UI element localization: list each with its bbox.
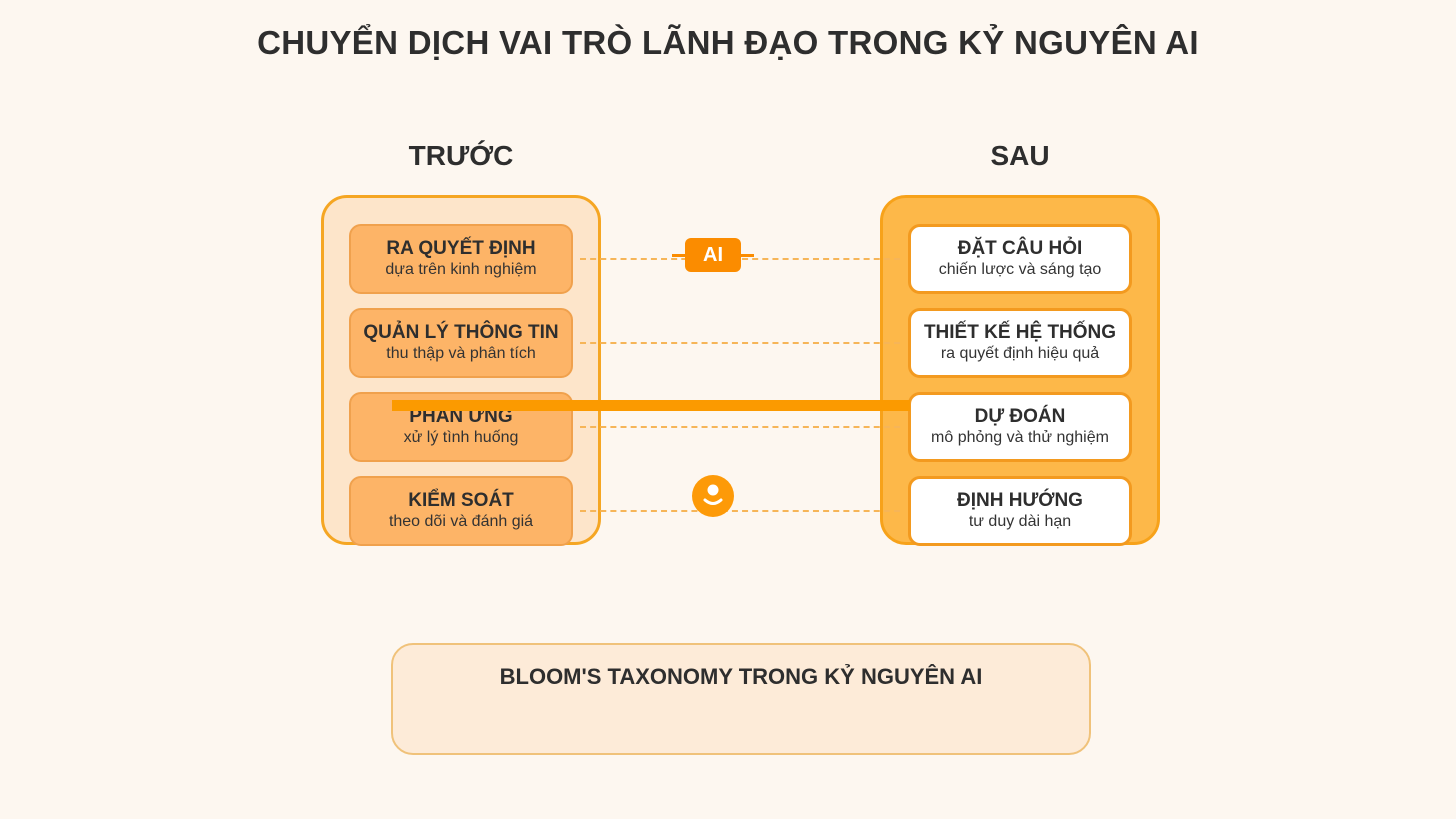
before-card-information: QUẢN LÝ THÔNG TIN thu thập và phân tích — [349, 308, 573, 378]
ai-badge: AI — [685, 238, 741, 272]
card-title: THIẾT KẾ HỆ THỐNG — [923, 322, 1117, 343]
card-title: QUẢN LÝ THÔNG TIN — [363, 322, 559, 343]
bloom-taxonomy-title: BLOOM'S TAXONOMY TRONG KỶ NGUYÊN AI — [499, 664, 983, 689]
before-heading: TRƯỚC — [408, 140, 514, 171]
card-subtitle: dựa trên kinh nghiệm — [385, 261, 537, 278]
card-title: RA QUYẾT ĐỊNH — [386, 238, 536, 259]
before-card-decision: RA QUYẾT ĐỊNH dựa trên kinh nghiệm — [349, 224, 573, 294]
card-title: KIỂM SOÁT — [408, 490, 514, 511]
card-title: DỰ ĐOÁN — [974, 406, 1066, 427]
page-title: CHUYỂN DỊCH VAI TRÒ LÃNH ĐẠO TRONG KỶ NG… — [257, 24, 1199, 61]
ai-badge-stub — [740, 254, 754, 257]
after-card-question: ĐẶT CÂU HỎI chiến lược và sáng tạo — [908, 224, 1132, 294]
card-title: PHẢN ỨNG — [409, 406, 513, 427]
card-subtitle: chiến lược và sáng tạo — [938, 261, 1102, 278]
connector-line — [580, 510, 900, 512]
ai-badge-stub — [672, 254, 686, 257]
connector-line — [580, 426, 900, 428]
before-card-control: KIỂM SOÁT theo dõi và đánh giá — [349, 476, 573, 546]
connector-line — [580, 342, 900, 344]
after-card-direction: ĐỊNH HƯỚNG tư duy dài hạn — [908, 476, 1132, 546]
after-heading: SAU — [990, 140, 1050, 171]
card-title: ĐỊNH HƯỚNG — [957, 490, 1083, 511]
bloom-taxonomy-box — [391, 643, 1091, 755]
after-card-predict: DỰ ĐOÁN mô phỏng và thử nghiệm — [908, 392, 1132, 462]
transition-bar — [392, 400, 910, 411]
card-subtitle: mô phỏng và thử nghiệm — [931, 429, 1109, 446]
card-subtitle: tư duy dài hạn — [968, 513, 1072, 530]
card-subtitle: ra quyết định hiệu quả — [940, 345, 1100, 362]
card-subtitle: thu thập và phân tích — [386, 345, 536, 362]
card-subtitle: theo dõi và đánh giá — [388, 513, 534, 530]
after-card-system-design: THIẾT KẾ HỆ THỐNG ra quyết định hiệu quả — [908, 308, 1132, 378]
person-icon — [692, 475, 734, 517]
card-subtitle: xử lý tình huống — [403, 429, 519, 446]
card-title: ĐẶT CÂU HỎI — [957, 238, 1083, 259]
